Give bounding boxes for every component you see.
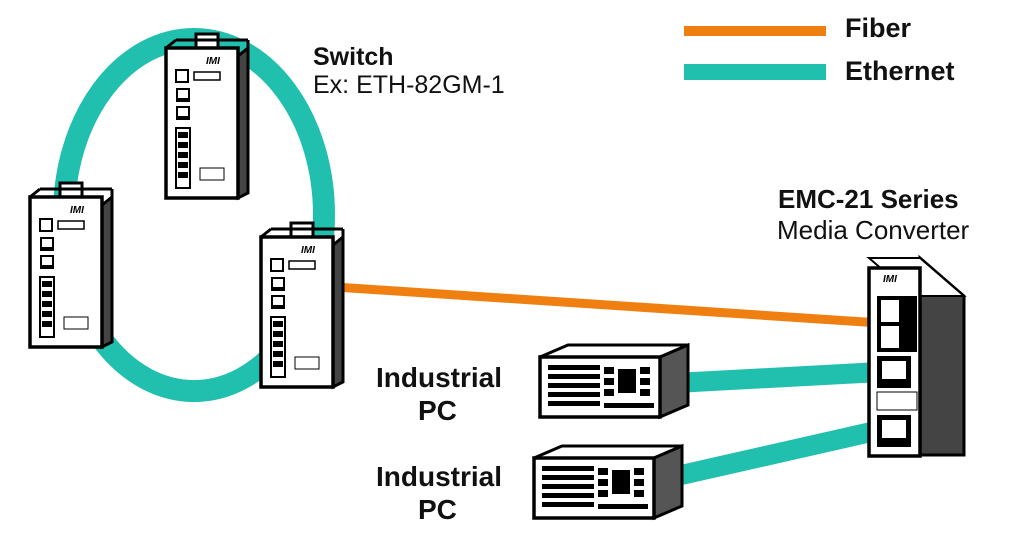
industrial-pc-icon-bottom [532, 444, 684, 520]
svg-text:IMI: IMI [883, 274, 897, 285]
fiber-link [334, 282, 881, 328]
ethernet-link-pc-top [674, 362, 881, 393]
converter-title: EMC-21 Series [778, 184, 959, 214]
converter-subtitle: Media Converter [777, 215, 970, 245]
switch-icon-center [259, 221, 345, 389]
legend-ethernet-label: Ethernet [845, 56, 955, 86]
industrial-pc-icon-top [538, 343, 690, 419]
pc-bottom-label-line2: PC [418, 494, 457, 525]
pc-top-label-line1: Industrial [376, 362, 503, 393]
legend-fiber-label: Fiber [845, 13, 912, 43]
pc-top-label-line2: PC [418, 395, 457, 426]
switch-title: Switch [313, 43, 394, 71]
media-converter-icon: IMI [866, 254, 967, 458]
switch-icon-top [164, 32, 250, 200]
ethernet-link-pc-bottom [665, 420, 883, 488]
switch-icon-left [28, 181, 114, 349]
switch-subtitle: Ex: ETH-82GM-1 [313, 71, 505, 99]
pc-bottom-label-line1: Industrial [376, 461, 503, 492]
